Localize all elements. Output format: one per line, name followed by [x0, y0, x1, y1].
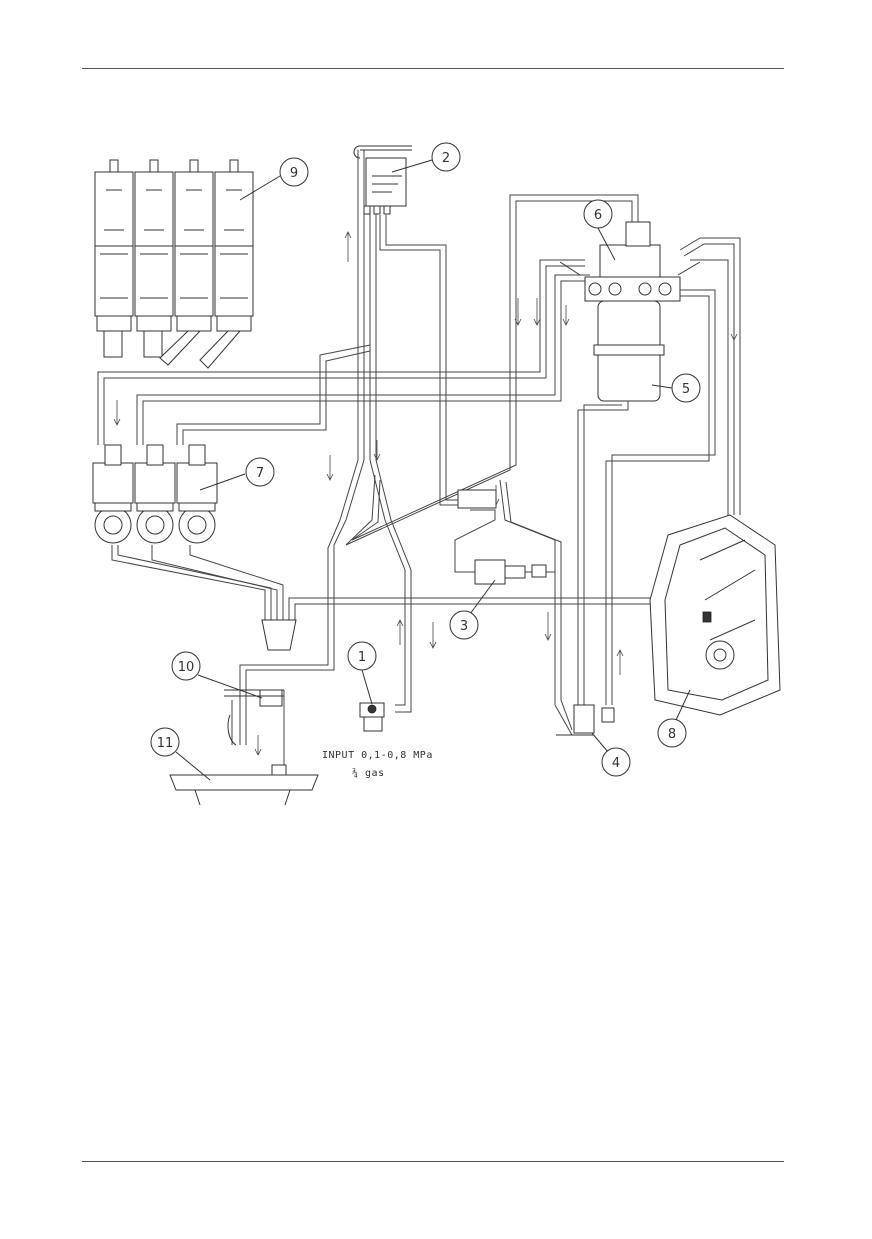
- callout-label: 7: [256, 466, 264, 481]
- callout-2: 2: [391, 142, 461, 173]
- drip-tray: [169, 764, 319, 806]
- water-tank: [353, 145, 412, 215]
- inlet-solenoid-valve: [359, 702, 385, 732]
- callout-1: 1: [347, 641, 377, 705]
- solenoid-valve-block: [559, 221, 701, 302]
- callout-label: 11: [157, 736, 174, 751]
- callout-3: 3: [449, 579, 496, 640]
- callout-label: 2: [442, 151, 450, 166]
- callout-7: 7: [199, 457, 275, 491]
- cup: [261, 619, 297, 651]
- callout-label: 4: [612, 756, 620, 771]
- callout-label: 3: [460, 619, 468, 634]
- boiler: [593, 300, 665, 402]
- input-fitting-note: ¾ gas: [352, 767, 385, 779]
- callout-5: 5: [651, 373, 701, 403]
- callout-8: 8: [657, 689, 691, 748]
- footer-rule: [82, 1161, 784, 1162]
- flow-arrows: [113, 231, 738, 756]
- piping: [97, 150, 741, 775]
- callout-label: 10: [178, 660, 195, 675]
- callout-label: 6: [594, 208, 602, 223]
- callout-6: 6: [583, 199, 616, 261]
- ingredient-canisters: [94, 159, 254, 369]
- mixing-bowls: [92, 444, 218, 544]
- pump: [457, 489, 547, 585]
- three-way-valve: [556, 704, 615, 736]
- callout-11: 11: [150, 727, 211, 781]
- callout-10: 10: [171, 651, 263, 699]
- callout-label: 1: [358, 650, 366, 665]
- callout-4: 4: [591, 732, 631, 777]
- input-pressure-note: INPUT 0,1-0,8 MPa: [322, 750, 433, 761]
- header-rule: [82, 68, 784, 69]
- callout-label: 8: [668, 727, 676, 742]
- callout-label: 5: [682, 382, 690, 397]
- brewing-unit: [649, 514, 781, 716]
- callout-9: 9: [239, 157, 309, 201]
- level-float: [224, 689, 284, 746]
- callout-label: 9: [290, 166, 298, 181]
